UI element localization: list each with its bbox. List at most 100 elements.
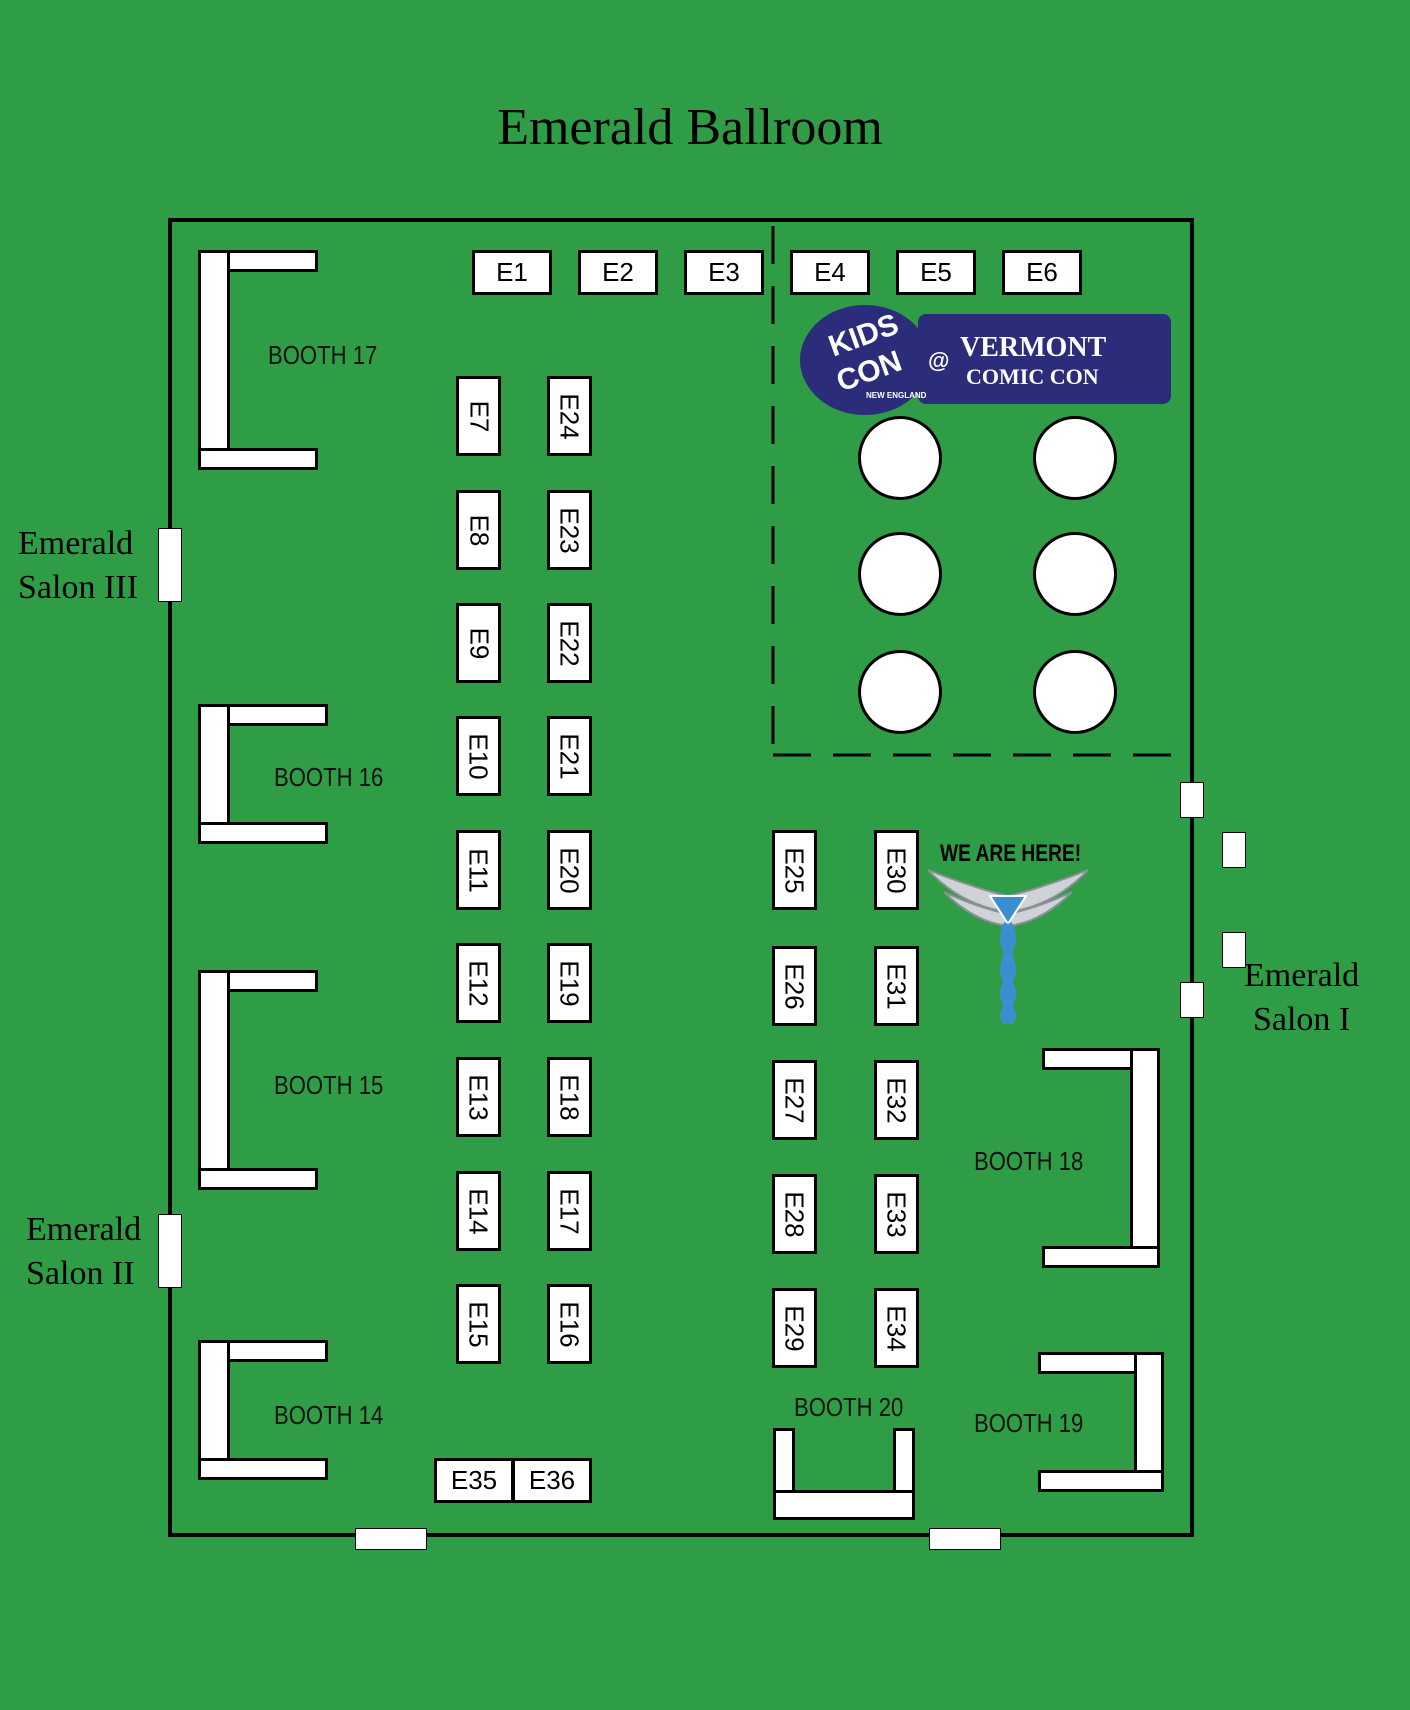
vendor-table-e23[interactable]: E23 (547, 490, 592, 570)
we-are-here-icon (927, 869, 1089, 1026)
vendor-table-e28[interactable]: E28 (772, 1174, 817, 1254)
vendor-table-label: E35 (450, 1465, 498, 1495)
map-title: Emerald Ballroom (497, 99, 883, 156)
vendor-table-e25[interactable]: E25 (772, 830, 817, 910)
vendor-table-label: E24 (555, 392, 586, 440)
vendor-table-label: E1 (496, 257, 528, 287)
round-table[interactable] (1033, 650, 1117, 734)
logo-vermont: VERMONT (960, 332, 1107, 363)
vendor-table-e4[interactable]: E4 (790, 250, 870, 295)
round-table[interactable] (1033, 532, 1117, 616)
vendor-table-e13[interactable]: E13 (456, 1057, 501, 1137)
round-table[interactable] (858, 650, 942, 734)
vendor-table-e27[interactable]: E27 (772, 1060, 817, 1140)
booth-19-label: BOOTH 19 (974, 1408, 1084, 1438)
vendor-table-e16[interactable]: E16 (547, 1284, 592, 1364)
vendor-table-label: E22 (555, 619, 586, 667)
vendor-table-label: E11 (464, 847, 494, 893)
vendor-table-e26[interactable]: E26 (772, 946, 817, 1026)
ballroom-outline (168, 218, 1194, 1537)
logo-comic-con: COMIC CON (966, 364, 1099, 389)
salon-i-door[interactable] (1222, 932, 1246, 968)
booth-15-frame-bottom (198, 1168, 318, 1190)
booth-17-frame-side (198, 250, 230, 470)
vendor-table-e19[interactable]: E19 (547, 943, 592, 1023)
booth-14-frame-side (198, 1340, 230, 1480)
salon-ii-door[interactable] (158, 1214, 182, 1288)
vendor-table-e35[interactable]: E35 (434, 1458, 514, 1503)
vendor-table-e34[interactable]: E34 (874, 1288, 919, 1368)
vendor-table-e15[interactable]: E15 (456, 1284, 501, 1364)
salon-iii-door[interactable] (158, 528, 182, 602)
vendor-table-e17[interactable]: E17 (547, 1171, 592, 1251)
booth-16-label: BOOTH 16 (274, 762, 384, 792)
vendor-table-label: E25 (780, 846, 811, 894)
booth-15-frame-side (198, 970, 230, 1190)
booth-18-label: BOOTH 18 (974, 1146, 1084, 1176)
vendor-table-e3[interactable]: E3 (684, 250, 764, 295)
kids-con-logo: KIDS CON NEW ENGLAND (800, 305, 930, 415)
bottom-door-left[interactable] (355, 1528, 427, 1550)
vendor-table-label: E4 (814, 257, 846, 287)
vendor-table-label: E15 (464, 1300, 495, 1348)
vendor-table-e1[interactable]: E1 (472, 250, 552, 295)
vendor-table-e18[interactable]: E18 (547, 1057, 592, 1137)
vendor-table-label: E21 (555, 732, 586, 780)
vendor-table-e10[interactable]: E10 (456, 716, 501, 796)
vendor-table-e22[interactable]: E22 (547, 603, 592, 683)
vendor-table-label: E7 (464, 400, 494, 432)
vendor-table-label: E19 (555, 959, 586, 1007)
vendor-table-e6[interactable]: E6 (1002, 250, 1082, 295)
vermont-comic-con-logo: VERMONT COMIC CON (918, 314, 1171, 404)
vendor-table-label: E33 (882, 1190, 913, 1238)
booth-19-frame-side (1134, 1352, 1164, 1492)
salon-i-door[interactable] (1180, 982, 1204, 1018)
vendor-table-e5[interactable]: E5 (896, 250, 976, 295)
vendor-table-e33[interactable]: E33 (874, 1174, 919, 1254)
vendor-table-e30[interactable]: E30 (874, 830, 919, 910)
vendor-table-label: E23 (555, 506, 586, 554)
round-table[interactable] (858, 532, 942, 616)
vendor-table-label: E12 (464, 959, 495, 1007)
round-table[interactable] (1033, 416, 1117, 500)
vendor-table-label: E31 (882, 962, 913, 1010)
bottom-door-right[interactable] (929, 1528, 1001, 1550)
salon-i-door[interactable] (1180, 782, 1204, 818)
booth-20-frame-bottom (773, 1490, 915, 1520)
vendor-table-e9[interactable]: E9 (456, 603, 501, 683)
vendor-table-label: E3 (708, 257, 740, 287)
booth-16-frame-bottom (198, 822, 328, 844)
vendor-table-label: E29 (780, 1304, 811, 1352)
booth-14-label: BOOTH 14 (274, 1400, 384, 1430)
vendor-table-e7[interactable]: E7 (456, 376, 501, 456)
vendor-table-e14[interactable]: E14 (456, 1171, 501, 1251)
vendor-table-e8[interactable]: E8 (456, 490, 501, 570)
vendor-table-label: E14 (464, 1187, 495, 1235)
vendor-table-label: E26 (780, 962, 811, 1010)
vendor-table-e12[interactable]: E12 (456, 943, 501, 1023)
vendor-table-e29[interactable]: E29 (772, 1288, 817, 1368)
vendor-table-e21[interactable]: E21 (547, 716, 592, 796)
salon-iii-label: Emerald Salon III (18, 525, 138, 606)
booth-20-label: BOOTH 20 (794, 1392, 904, 1422)
vendor-table-label: E28 (780, 1190, 811, 1238)
salon-ii-label: Emerald Salon II (26, 1211, 142, 1292)
vendor-table-e32[interactable]: E32 (874, 1060, 919, 1140)
vendor-table-label: E13 (464, 1073, 495, 1121)
vendor-table-e20[interactable]: E20 (547, 830, 592, 910)
vendor-table-e31[interactable]: E31 (874, 946, 919, 1026)
we-are-here-label: WE ARE HERE! (940, 840, 1082, 867)
vendor-table-e36[interactable]: E36 (512, 1458, 592, 1503)
round-table[interactable] (858, 416, 942, 500)
vendor-table-e11[interactable]: E11 (456, 830, 501, 910)
vendor-table-label: E9 (464, 627, 494, 659)
vendor-table-e2[interactable]: E2 (578, 250, 658, 295)
logo-at: @ (928, 348, 950, 373)
vendor-table-e24[interactable]: E24 (547, 376, 592, 456)
vendor-table-label: E17 (555, 1187, 586, 1235)
booth-18-frame-bottom (1042, 1246, 1160, 1268)
vendor-table-label: E32 (882, 1076, 913, 1124)
salon-i-door[interactable] (1222, 832, 1246, 868)
vendor-table-label: E16 (555, 1300, 586, 1348)
